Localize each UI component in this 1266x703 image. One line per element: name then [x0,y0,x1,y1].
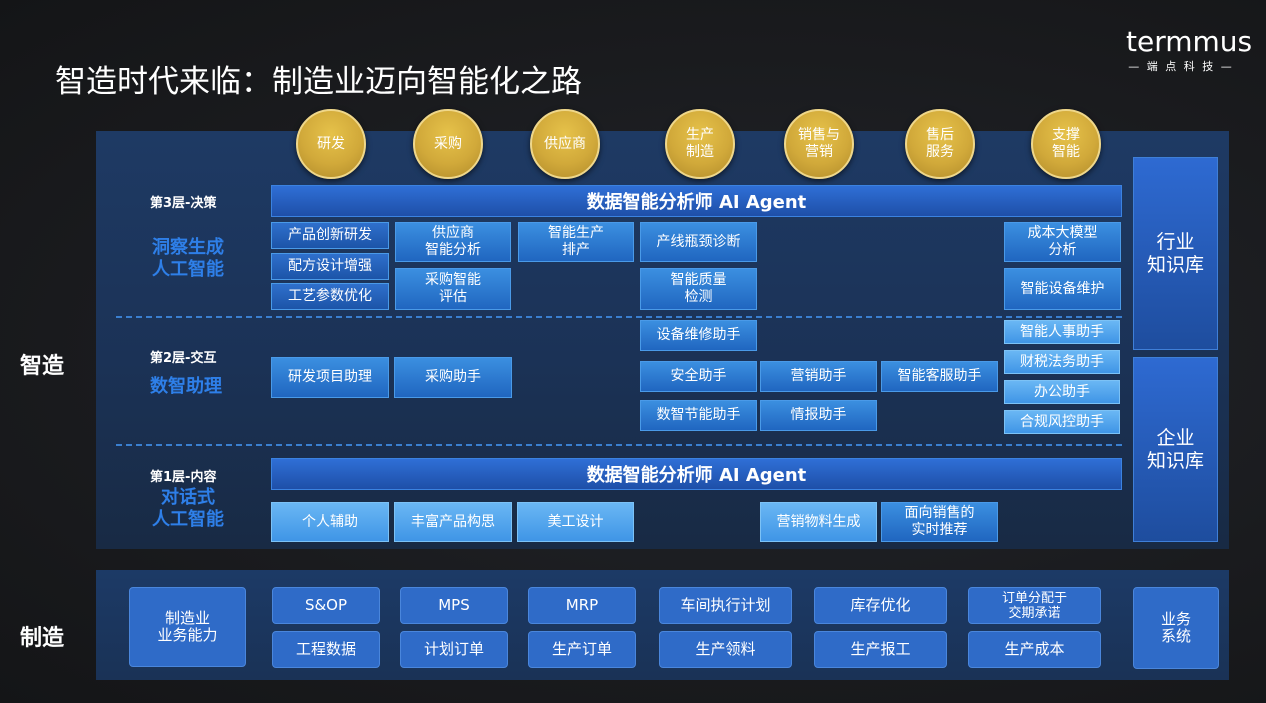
item-material-issue[interactable]: 生产领料 [659,631,792,668]
item-supplier-analysis[interactable]: 供应商 智能分析 [395,222,511,262]
industry-knowledge-base[interactable]: 行业 知识库 [1133,157,1218,350]
item-personal-assist[interactable]: 个人辅助 [271,502,389,542]
logo: termmus — 端 点 科 技 — [1126,25,1253,74]
item-equipment-maintenance[interactable]: 智能设备维护 [1004,268,1121,310]
logo-brand: termmus [1126,25,1253,58]
item-compliance-assistant[interactable]: 合规风控助手 [1004,410,1120,434]
page-title: 智造时代来临：制造业迈向智能化之路 [55,64,582,100]
domain-production[interactable]: 生产 制造 [665,109,735,179]
side-label-manufacturing: 制造 [20,626,65,651]
item-quality-inspection[interactable]: 智能质量 检测 [640,268,757,310]
item-production-report[interactable]: 生产报工 [814,631,947,668]
manufacturing-capability[interactable]: 制造业 业务能力 [129,587,246,667]
divider-layer3 [116,316,1122,318]
layer1-label: 第1层-内容 [150,470,217,485]
side-label-smart: 智造 [20,354,65,379]
item-office-assistant[interactable]: 办公助手 [1004,380,1120,404]
layer2-title: 数智助理 [150,376,222,397]
item-repair-assistant[interactable]: 设备维修助手 [640,320,757,351]
item-smart-scheduling[interactable]: 智能生产 排产 [518,222,634,262]
layer1-agent-bar[interactable]: 数据智能分析师 AI Agent [271,458,1122,490]
item-production-cost[interactable]: 生产成本 [968,631,1101,668]
item-cost-model[interactable]: 成本大模型 分析 [1004,222,1121,262]
item-marketing-material[interactable]: 营销物料生成 [760,502,877,542]
item-mps[interactable]: MPS [400,587,508,624]
domain-sales-marketing[interactable]: 销售与 营销 [784,109,854,179]
item-rd-assistant[interactable]: 研发项目助理 [271,357,389,398]
item-art-design[interactable]: 美工设计 [517,502,634,542]
item-tax-legal-assistant[interactable]: 财税法务助手 [1004,350,1120,374]
item-sales-recommendation[interactable]: 面向销售的 实时推荐 [881,502,998,542]
layer3-label: 第3层-决策 [150,196,217,211]
item-engineering-data[interactable]: 工程数据 [272,631,380,668]
domain-supplier[interactable]: 供应商 [530,109,600,179]
item-marketing-assistant[interactable]: 营销助手 [760,361,877,392]
item-mrp[interactable]: MRP [528,587,636,624]
domain-after-sales[interactable]: 售后 服务 [905,109,975,179]
logo-subtitle: — 端 点 科 技 — [1128,60,1234,73]
domain-support[interactable]: 支撑 智能 [1031,109,1101,179]
item-intelligence-assistant[interactable]: 情报助手 [760,400,877,431]
item-safety-assistant[interactable]: 安全助手 [640,361,757,392]
domain-procurement[interactable]: 采购 [413,109,483,179]
item-process-params[interactable]: 工艺参数优化 [271,283,389,310]
item-product-ideas[interactable]: 丰富产品构思 [394,502,512,542]
item-production-order[interactable]: 生产订单 [528,631,636,668]
item-sop[interactable]: S&OP [272,587,380,624]
item-order-allocation[interactable]: 订单分配于 交期承诺 [968,587,1101,624]
item-hr-assistant[interactable]: 智能人事助手 [1004,320,1120,344]
item-customer-service-assistant[interactable]: 智能客服助手 [881,361,998,392]
layer2-label: 第2层-交互 [150,351,217,366]
item-planned-order[interactable]: 计划订单 [400,631,508,668]
layer3-agent-bar[interactable]: 数据智能分析师 AI Agent [271,185,1122,217]
item-procurement-assistant[interactable]: 采购助手 [394,357,512,398]
layer1-title: 对话式 人工智能 [152,487,224,530]
item-shop-floor-plan[interactable]: 车间执行计划 [659,587,792,624]
enterprise-knowledge-base[interactable]: 企业 知识库 [1133,357,1218,542]
item-product-innovation[interactable]: 产品创新研发 [271,222,389,249]
item-energy-assistant[interactable]: 数智节能助手 [640,400,757,431]
layer3-title: 洞察生成 人工智能 [152,237,224,280]
item-procurement-eval[interactable]: 采购智能 评估 [395,268,511,310]
divider-layer2 [116,444,1122,446]
domain-rd[interactable]: 研发 [296,109,366,179]
item-inventory-optimization[interactable]: 库存优化 [814,587,947,624]
item-formula-design[interactable]: 配方设计增强 [271,253,389,280]
item-bottleneck-diagnosis[interactable]: 产线瓶颈诊断 [640,222,757,262]
business-system[interactable]: 业务 系统 [1133,587,1219,669]
